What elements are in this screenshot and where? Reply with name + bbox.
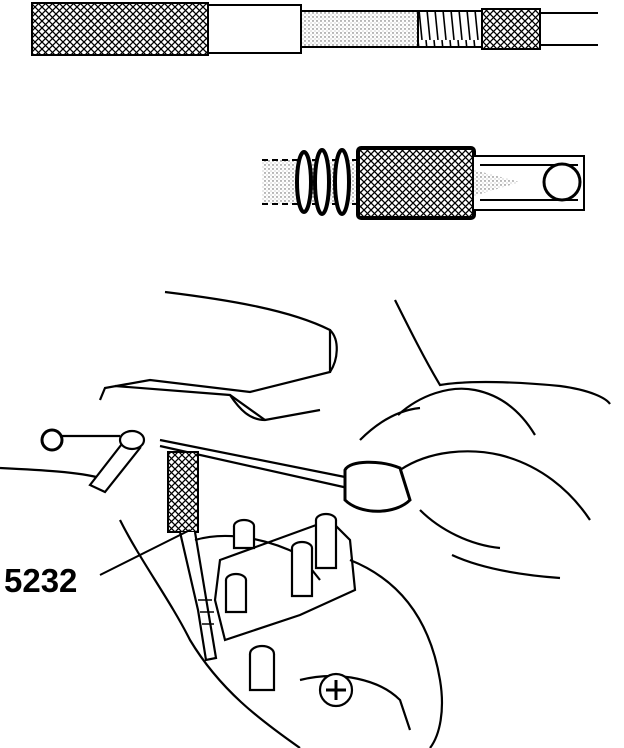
knurled-end <box>481 8 541 50</box>
smooth-collar <box>207 4 302 54</box>
pin-tip <box>540 12 598 46</box>
tool-5232-knurl <box>167 451 199 533</box>
callout-leader <box>99 529 191 576</box>
tool-top <box>31 2 598 56</box>
ball <box>542 162 582 202</box>
threaded-section <box>417 10 483 48</box>
knurled-handle <box>31 2 209 56</box>
engine-cover <box>98 290 332 401</box>
engine-scene <box>0 290 611 748</box>
lower-housing <box>119 519 444 748</box>
screwdriver-handle <box>343 460 412 513</box>
spring-coils <box>295 148 351 216</box>
knurled-sleeve <box>356 146 476 220</box>
callout-label: 5232 <box>4 562 77 599</box>
studs <box>224 512 338 692</box>
tool-detail <box>262 146 585 220</box>
hand <box>359 299 611 580</box>
stippled-shaft <box>300 10 419 48</box>
